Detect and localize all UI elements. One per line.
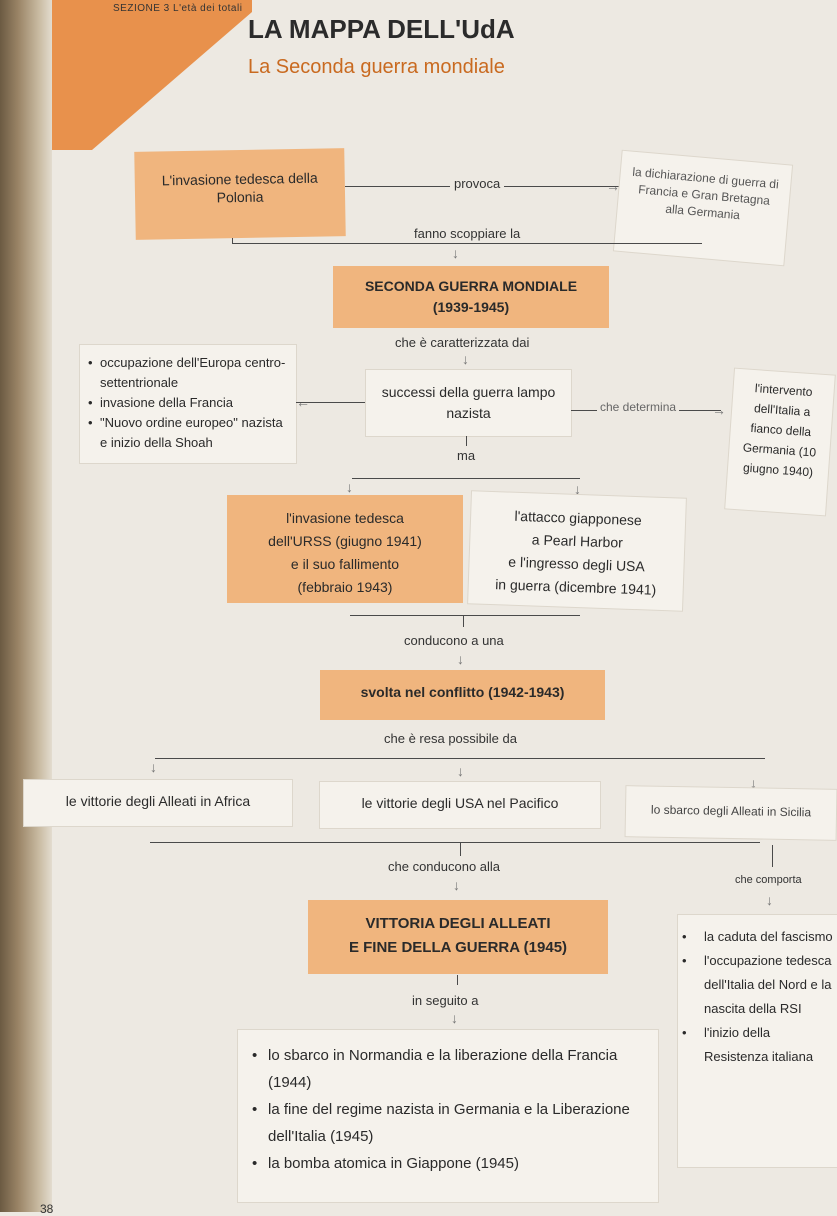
node-vittoria-line2: E FINE DELLA GUERRA (1945) — [348, 939, 568, 956]
connector-line-seguito-v — [457, 975, 458, 985]
page-subtitle: La Seconda guerra mondiale — [248, 56, 505, 78]
list-item: "Nuovo ordine europeo" nazista e inizio … — [88, 413, 288, 453]
connector-line-ma — [466, 436, 467, 446]
node-seconda-guerra: SECONDA GUERRA MONDIALE (1939-1945) — [333, 266, 609, 328]
arrow-down-icon: ↓ — [457, 651, 464, 667]
arrow-down-icon: ↓ — [150, 759, 157, 775]
node-invasione-urss-line2: dell'URSS (giugno 1941) — [268, 533, 422, 549]
connector-resa-possibile: che è resa possibile da — [384, 731, 517, 746]
node-occupazione-list: occupazione dell'Europa centro-settentri… — [80, 345, 296, 463]
connector-line-fanno-h — [232, 243, 702, 244]
node-seconda-guerra-line2: (1939-1945) — [432, 299, 510, 315]
node-intervento-italia: l'intervento dell'Italia a fianco della … — [725, 368, 835, 516]
list-item: l'inizio della Resistenza italiana — [682, 1021, 833, 1069]
node-dichiarazione: la dichiarazione di guerra di Francia e … — [613, 150, 793, 266]
connector-line-conducono — [350, 615, 580, 616]
node-seconda-guerra-line1: SECONDA GUERRA MONDIALE — [364, 278, 578, 294]
connector-determina: che determina — [597, 400, 680, 414]
node-sbarco-sicilia-text: lo sbarco degli Alleati in Sicilia — [650, 802, 812, 820]
book-spine-edge — [0, 0, 52, 1212]
list-item: invasione della Francia — [88, 393, 288, 413]
node-dichiarazione-text: la dichiarazione di guerra di Francia e … — [631, 164, 780, 223]
connector-in-seguito: in seguito a — [412, 993, 479, 1008]
arrow-down-icon: ↓ — [766, 892, 773, 908]
page-number: 38 — [40, 1202, 54, 1216]
arrow-down-icon: ↓ — [452, 245, 459, 261]
node-conseguenze-italia: la caduta del fascismo l'occupazione ted… — [678, 915, 837, 1167]
connector-conducono-una: conducono a una — [404, 633, 504, 648]
connector-line-left — [296, 402, 366, 403]
node-invasione-urss-line3: e il suo fallimento — [290, 556, 400, 572]
node-sbarco-sicilia: lo sbarco degli Alleati in Sicilia — [625, 786, 837, 840]
node-eventi-finali: lo sbarco in Normandia e la liberazione … — [238, 1030, 658, 1202]
node-invasione-polonia: L'invasione tedesca della Polonia — [134, 148, 346, 240]
arrow-down-icon: ↓ — [574, 481, 581, 497]
list-item: l'occupazione tedesca dell'Italia del No… — [682, 949, 833, 1021]
node-invasione-polonia-text: L'invasione tedesca della Polonia — [161, 169, 318, 206]
node-vittorie-pacifico: le vittorie degli USA nel Pacifico — [320, 782, 600, 828]
arrow-right-icon: → — [712, 402, 726, 418]
connector-fanno-scoppiare: fanno scoppiare la — [410, 226, 525, 241]
node-svolta: svolta nel conflitto (1942-1943) — [320, 670, 605, 720]
arrow-down-icon: ↓ — [750, 775, 757, 791]
node-attacco-giapponese: l'attacco giapponese a Pearl Harbor e l'… — [468, 491, 686, 611]
node-intervento-italia-text: l'intervento dell'Italia a fianco della … — [742, 381, 817, 480]
connector-line-conducono-alla — [150, 842, 760, 843]
page-title: LA MAPPA DELL'UdA — [248, 14, 515, 44]
arrow-right-icon: → — [606, 178, 620, 194]
node-vittoria-alleati: VITTORIA DEGLI ALLEATI E FINE DELLA GUER… — [308, 900, 608, 974]
node-svolta-text: svolta nel conflitto (1942-1943) — [360, 684, 565, 700]
decorative-orange-triangle — [52, 0, 252, 150]
connector-line-comporta-v — [772, 845, 773, 867]
section-label: SEZIONE 3 L'età dei totali — [113, 3, 243, 14]
arrow-down-icon: ↓ — [451, 1010, 458, 1026]
arrow-down-icon: ↓ — [453, 877, 460, 893]
node-vittorie-africa: le vittorie degli Alleati in Africa — [24, 780, 292, 826]
connector-caratterizzata: che è caratterizzata dai — [395, 335, 530, 350]
connector-line-fanno — [232, 238, 233, 244]
arrow-down-icon: ↓ — [457, 763, 464, 779]
arrow-left-icon: ← — [296, 394, 310, 410]
node-successi-text: successi della guerra lampo nazista — [381, 384, 556, 421]
list-item: occupazione dell'Europa centro-settentri… — [88, 353, 288, 393]
node-successi: successi della guerra lampo nazista — [366, 370, 571, 436]
connector-provoca: provoca — [450, 176, 505, 191]
node-vittorie-africa-text: le vittorie degli Alleati in Africa — [65, 793, 251, 809]
node-vittoria-line1: VITTORIA DEGLI ALLEATI — [365, 915, 551, 932]
connector-line-ma-h — [352, 478, 580, 479]
list-item: la caduta del fascismo — [682, 925, 833, 949]
list-item: la fine del regime nazista in Germania e… — [252, 1096, 644, 1150]
connector-line-resa-h — [155, 758, 765, 759]
node-invasione-urss-line4: (febbraio 1943) — [297, 579, 393, 595]
list-item: lo sbarco in Normandia e la liberazione … — [252, 1042, 644, 1096]
connector-ma: ma — [457, 448, 476, 463]
connector-line-conducono-v — [463, 615, 464, 627]
connector-line-conducono-alla-v — [460, 842, 461, 856]
node-invasione-urss-line1: l'invasione tedesca — [286, 510, 404, 526]
connector-conducono-alla: che conducono alla — [388, 859, 501, 874]
arrow-down-icon: ↓ — [462, 351, 469, 367]
node-invasione-urss: l'invasione tedesca dell'URSS (giugno 19… — [227, 495, 463, 603]
list-item: la bomba atomica in Giappone (1945) — [252, 1150, 644, 1177]
connector-comporta: che comporta — [735, 874, 802, 886]
node-vittorie-pacifico-text: le vittorie degli USA nel Pacifico — [361, 795, 559, 811]
arrow-down-icon: ↓ — [346, 479, 353, 495]
